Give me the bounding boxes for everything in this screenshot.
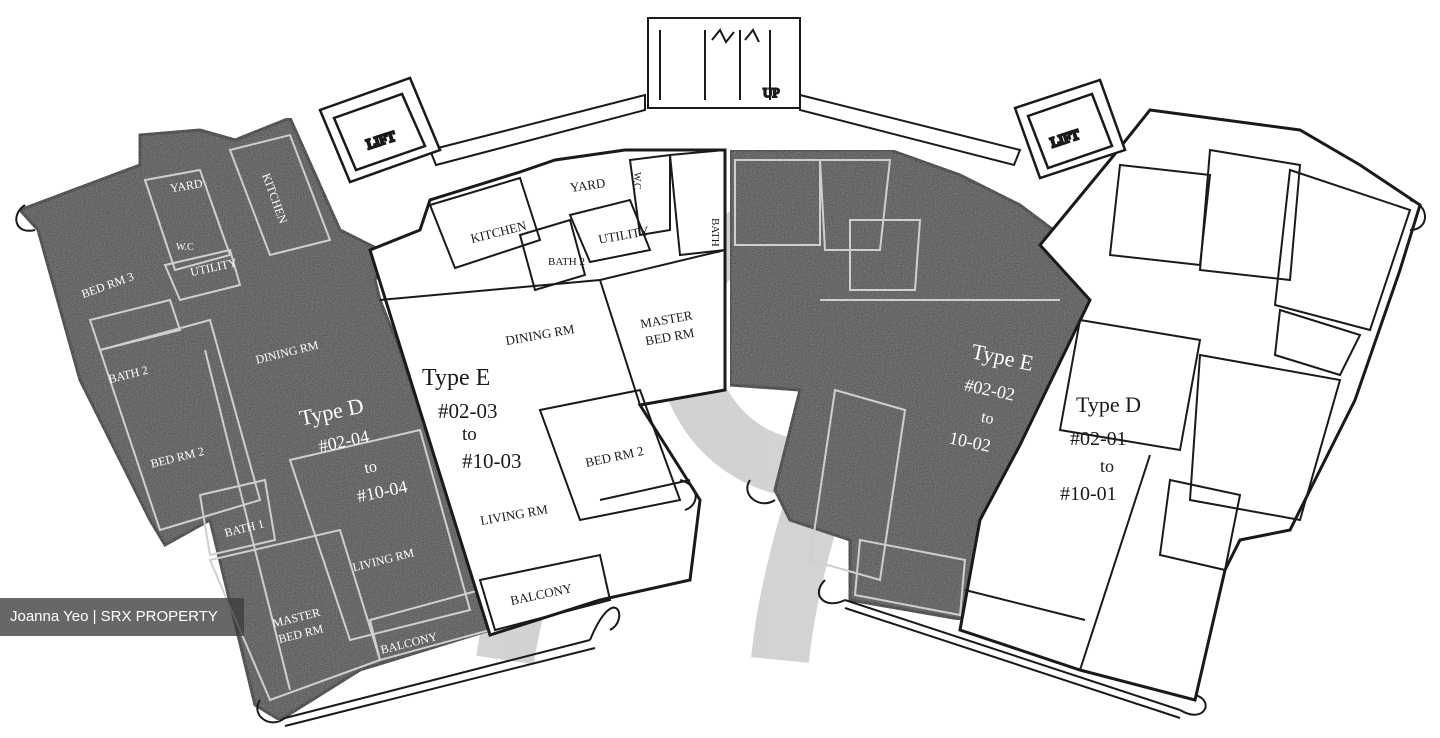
label-wc-left: W.C (176, 242, 194, 253)
unit-type-d-right (958, 108, 1422, 702)
unit-label-d-right: Type D #02-01 to #10-01 (1060, 392, 1141, 505)
unit-d-right-to: to (1100, 456, 1114, 476)
label-yard-center: YARD (569, 175, 606, 195)
unit-d-right-type: Type D (1076, 392, 1141, 417)
unit-e-center-from: #02-03 (438, 399, 498, 423)
unit-d-right-from: #02-01 (1070, 428, 1127, 450)
unit-type-d-left-walls (88, 133, 492, 702)
unit-d-right-end: #10-01 (1060, 483, 1117, 505)
unit-e-center-type: Type E (422, 365, 490, 391)
photo-credit: Joanna Yeo | SRX PROPERTY (0, 598, 244, 636)
label-bath2-center: BATH 2 (548, 256, 585, 268)
unit-e-center-end: #10-03 (462, 449, 522, 473)
label-up: UP (763, 85, 780, 100)
unit-label-e-center: Type E #02-03 to #10-03 (422, 365, 522, 473)
unit-e-right-to: to (980, 409, 996, 428)
unit-d-left-to: to (363, 458, 379, 477)
unit-type-e-right-walls (734, 159, 1060, 617)
label-wc-center: W.C (631, 172, 642, 190)
unit-type-e-center (368, 148, 727, 637)
balcony-edges (15, 199, 1426, 727)
lift-right: LIFT (1013, 78, 1127, 180)
label-yard-left: YARD (169, 176, 204, 196)
unit-e-center-to: to (462, 424, 477, 445)
label-bath1-center: BATH 1 (709, 218, 721, 255)
stair-core: UP (647, 17, 801, 109)
lift-left: LIFT (318, 76, 442, 184)
